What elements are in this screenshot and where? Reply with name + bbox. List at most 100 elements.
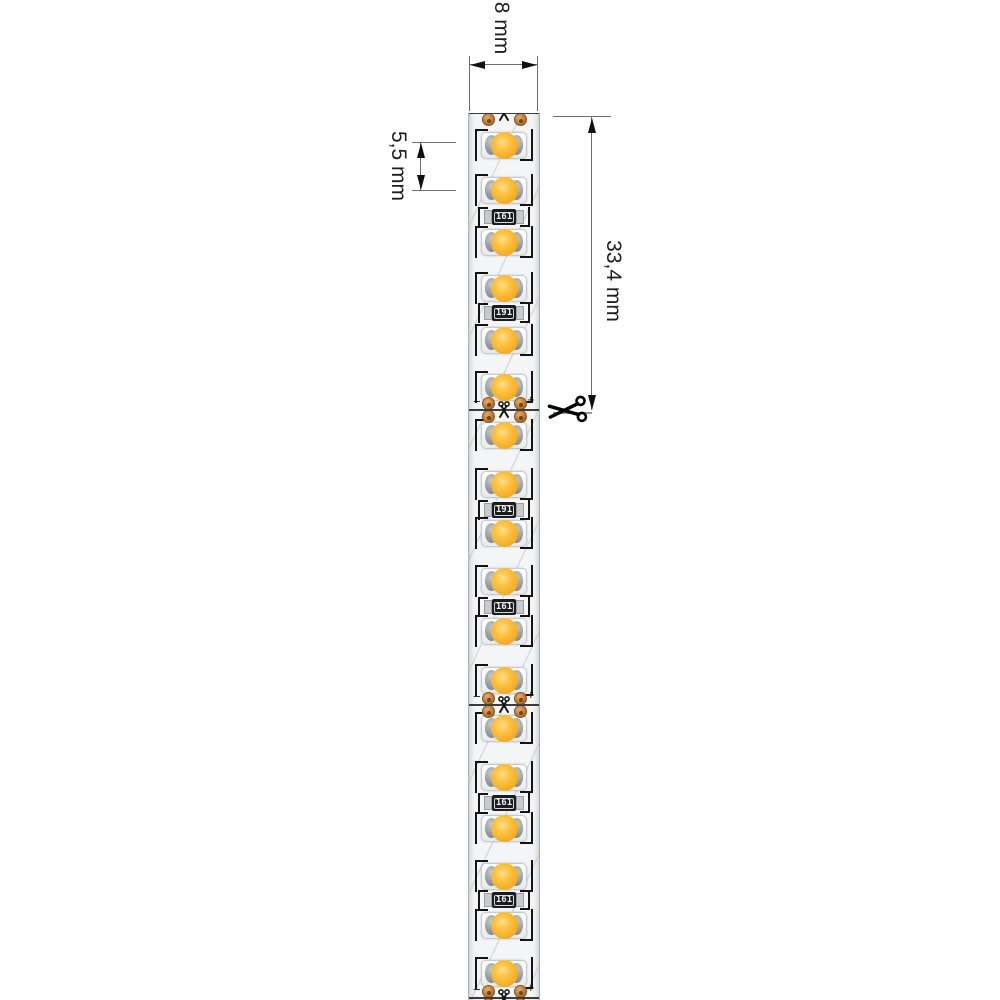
silkscreen-bracket: [478, 890, 480, 910]
silkscreen-bracket: [528, 793, 530, 813]
resistor-body: 161: [492, 599, 516, 615]
cut-point: −+: [469, 393, 539, 427]
silkscreen-bracket: [520, 302, 533, 304]
strip-width-label: 8 mm: [490, 1, 513, 55]
solder-pad-hole: [487, 697, 491, 702]
resistor: 191: [469, 500, 539, 520]
silkscreen-bracket: [475, 468, 488, 470]
led-phosphor-dot: [490, 373, 518, 401]
resistor-code: 191: [493, 307, 515, 319]
silkscreen-bracket: [475, 226, 477, 258]
cut-point: −+: [469, 688, 539, 722]
resistor-code: 161: [493, 211, 515, 223]
silkscreen-bracket: [475, 174, 488, 176]
solder-pad: [513, 410, 527, 423]
led-phosphor-dot: [490, 470, 518, 498]
led-pitch-label: 5,5 mm: [387, 130, 410, 202]
solder-pad: [481, 397, 495, 410]
solder-pad-hole: [519, 402, 523, 407]
resistor-code: 161: [493, 894, 515, 906]
arrowhead-down-icon: [416, 175, 425, 190]
led: [469, 324, 539, 356]
silkscreen-bracket: [475, 517, 488, 519]
solder-pad-hole: [519, 415, 523, 420]
silkscreen-bracket: [520, 595, 533, 597]
silkscreen-bracket: [520, 842, 533, 844]
resistor-terminal: [484, 893, 492, 907]
silkscreen-bracket: [475, 324, 488, 326]
led: [469, 909, 539, 941]
led: [469, 957, 539, 989]
extension-line: [412, 190, 456, 191]
silkscreen-bracket: [475, 957, 488, 959]
silkscreen-bracket: [520, 321, 530, 323]
silkscreen-bracket: [478, 500, 488, 502]
polarity-plus-label: +: [527, 687, 535, 702]
silkscreen-bracket: [531, 615, 533, 647]
silkscreen-bracket: [528, 597, 530, 617]
solder-pad: [481, 705, 495, 718]
resistor-body: 191: [492, 305, 516, 321]
polarity-plus-label: +: [527, 392, 535, 407]
silkscreen-bracket: [475, 565, 488, 567]
cut-point: −+: [469, 981, 539, 1000]
silkscreen-bracket: [475, 615, 488, 617]
resistor-terminal: [484, 796, 492, 810]
silkscreen-bracket: [520, 354, 533, 356]
mini-scissors-icon: [497, 696, 511, 714]
solder-pad-hole: [487, 402, 491, 407]
polarity-minus-label: −: [473, 394, 481, 409]
led: [469, 761, 539, 793]
silkscreen-bracket: [531, 174, 533, 206]
silkscreen-bracket: [531, 272, 533, 304]
silkscreen-bracket: [478, 597, 480, 617]
silkscreen-bracket: [475, 909, 488, 911]
solder-pad-hole: [487, 118, 491, 123]
resistor-body: 161: [492, 892, 516, 908]
resistor-terminal: [516, 503, 524, 517]
silkscreen-bracket: [531, 909, 533, 941]
silkscreen-bracket: [475, 517, 477, 549]
silkscreen-bracket: [475, 909, 477, 941]
silkscreen-bracket: [478, 597, 488, 599]
led-phosphor-dot: [490, 714, 518, 742]
mini-scissors-icon: [497, 401, 511, 419]
resistor-terminal: [516, 600, 524, 614]
led: [469, 371, 539, 403]
silkscreen-bracket: [475, 468, 477, 500]
silkscreen-bracket: [475, 860, 488, 862]
solder-pad: [481, 113, 495, 126]
led-phosphor-dot: [490, 326, 518, 354]
arrowhead-up-icon: [416, 143, 425, 158]
solder-pad-hole: [487, 415, 491, 420]
led: [469, 860, 539, 892]
resistor: 161: [469, 890, 539, 910]
silkscreen-bracket: [528, 890, 530, 910]
dimension-line: [470, 64, 537, 65]
silkscreen-bracket: [528, 207, 530, 227]
silkscreen-bracket: [475, 957, 477, 989]
led: [469, 468, 539, 500]
silkscreen-bracket: [478, 303, 480, 323]
led: [469, 129, 539, 161]
silkscreen-bracket: [531, 712, 533, 744]
silkscreen-bracket: [520, 256, 533, 258]
led-phosphor-dot: [490, 911, 518, 939]
silkscreen-bracket: [531, 324, 533, 356]
silkscreen-bracket: [531, 419, 533, 451]
silkscreen-bracket: [475, 226, 488, 228]
solder-pad-hole: [519, 990, 523, 995]
solder-pad-hole: [519, 710, 523, 715]
mini-scissors-icon: [497, 113, 511, 122]
silkscreen-bracket: [475, 174, 477, 206]
silkscreen-bracket: [475, 272, 477, 304]
led-phosphor-dot: [490, 131, 518, 159]
led: [469, 712, 539, 744]
extension-line: [537, 56, 538, 111]
silkscreen-bracket: [520, 908, 530, 910]
arrowhead-right-icon: [522, 60, 537, 69]
silkscreen-bracket: [531, 957, 533, 989]
arrowhead-left-icon: [470, 60, 485, 69]
led: [469, 565, 539, 597]
arrowhead-up-icon: [587, 118, 596, 133]
